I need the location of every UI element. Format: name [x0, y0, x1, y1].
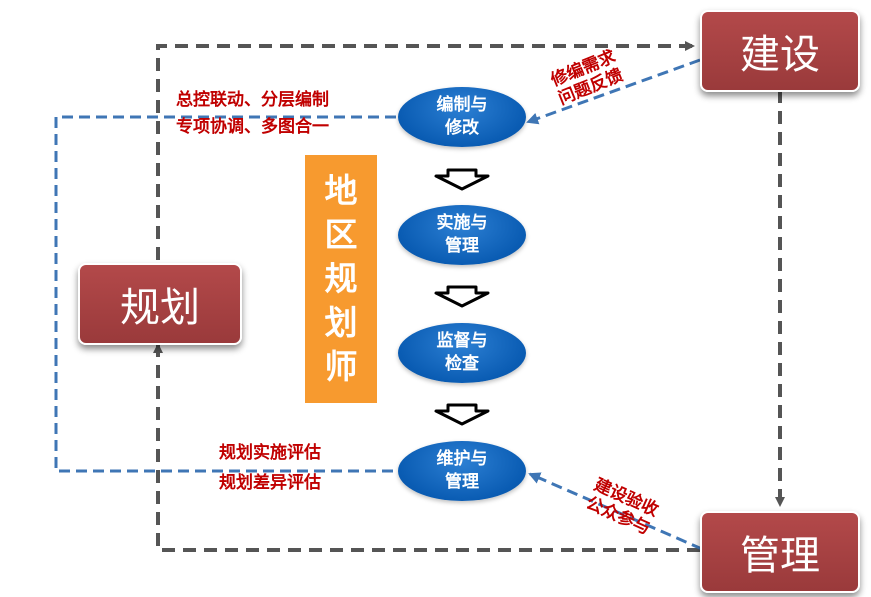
down-arrow-icon [434, 285, 490, 308]
regional-planner-banner: 地 区 规 划 师 [305, 155, 377, 403]
annotation-line: 总控联动、分层编制 [176, 90, 329, 110]
build-label: 建设 [740, 32, 820, 78]
blue-line-build-to-edit [526, 58, 701, 125]
build-box: 建设 [700, 10, 860, 92]
step-line: 编制与 [436, 95, 488, 115]
step-implement-manage: 实施与 管理 [398, 205, 526, 265]
gray-line-plan-to-build [156, 41, 695, 260]
down-arrow-icon [434, 403, 490, 426]
planner-char: 规 [324, 259, 358, 298]
step-line: 管理 [445, 236, 479, 256]
step-maintain-manage: 维护与 管理 [398, 441, 526, 501]
step-line: 管理 [445, 472, 479, 492]
step-edit-modify: 编制与 修改 [398, 87, 526, 147]
step-line: 修改 [445, 118, 479, 138]
annotation-line: 规划差异评估 [219, 473, 321, 493]
manage-label: 管理 [740, 533, 820, 579]
down-arrow-icon [434, 168, 490, 191]
annotation-top-left: 总控联动、分层编制 专项协调、多图合一 [176, 90, 329, 138]
planner-char: 区 [324, 215, 358, 254]
step-line: 维护与 [436, 449, 488, 469]
blue-line-plan-edit [54, 115, 396, 473]
annotation-line: 专项协调、多图合一 [176, 117, 329, 137]
planner-char: 地 [324, 171, 358, 210]
plan-label: 规划 [120, 285, 200, 331]
step-line: 实施与 [436, 213, 488, 233]
step-supervise-inspect: 监督与 检查 [398, 323, 526, 383]
step-line: 检查 [445, 354, 479, 374]
annotation-bottom-left: 规划实施评估 规划差异评估 [219, 443, 321, 494]
manage-box: 管理 [700, 511, 860, 593]
gray-line-manage-to-plan [153, 343, 700, 552]
plan-box: 规划 [78, 263, 242, 345]
blue-line-manage-to-maintain [528, 472, 703, 551]
planner-char: 划 [324, 303, 358, 342]
annotation-line: 规划实施评估 [219, 443, 321, 463]
planner-char: 师 [324, 347, 358, 386]
step-line: 监督与 [436, 331, 488, 351]
